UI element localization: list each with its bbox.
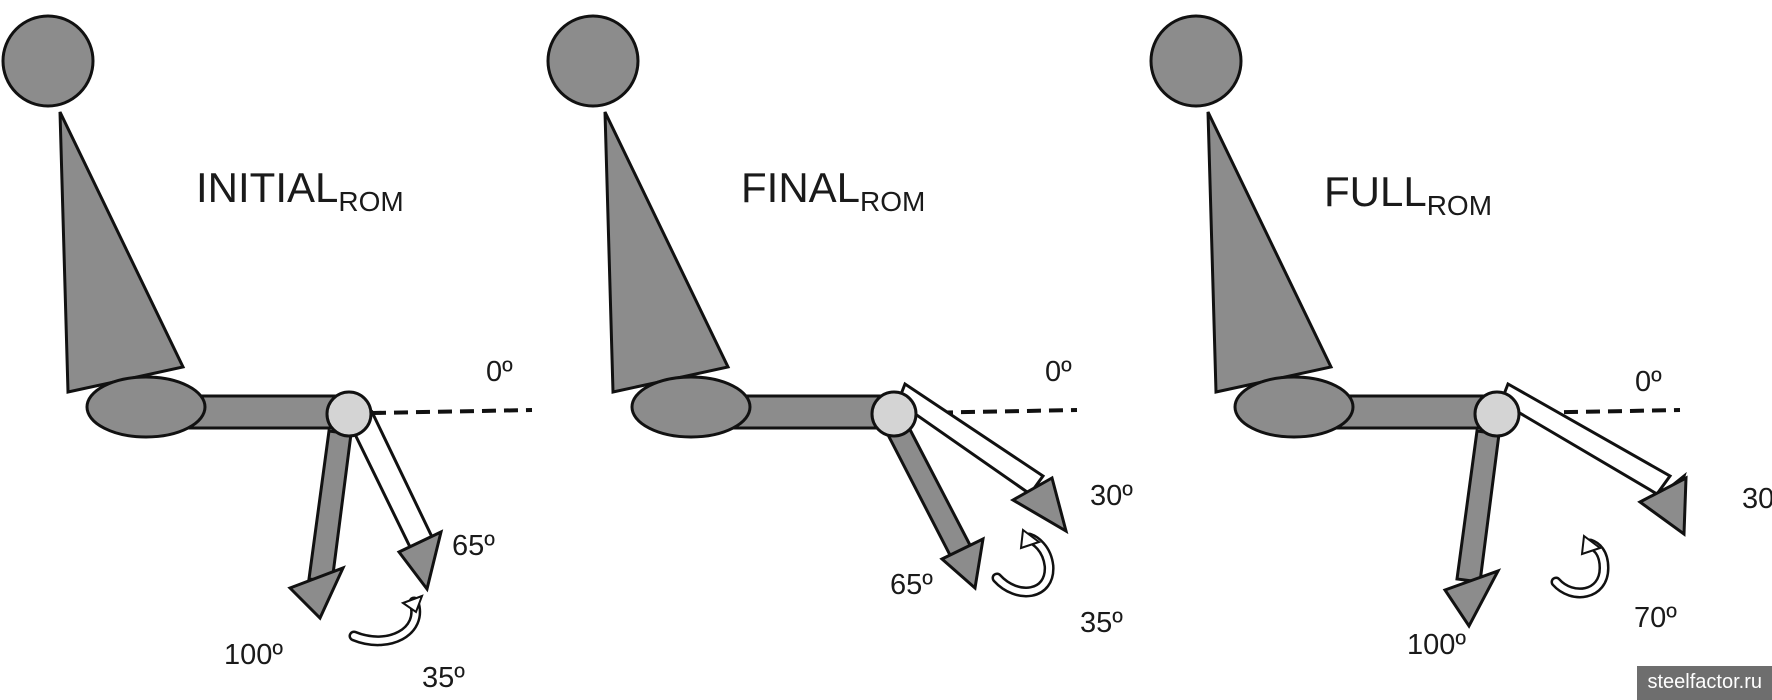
panel-full: FULLROM 0º 30º 100º 70º [1149,14,1772,661]
knee-joint [870,390,918,438]
angle-label-upper: 30º [1742,483,1772,515]
angle-label-lower: 65º [890,569,933,601]
rotation-arrow-icon [348,594,424,647]
angle-label-upper: 30º [1090,480,1133,512]
shin-position-upper [1499,381,1688,537]
shin-position-upper [896,381,1069,535]
angle-label-arc: 70º [1634,602,1677,634]
panel-title: FULLROM [1324,168,1492,221]
angle-label-arc: 35º [1080,607,1123,639]
rotation-arrow-icon [1550,534,1610,599]
knee-joint [325,390,373,438]
shin-position-lower [1442,429,1502,629]
knee-joint [1473,390,1521,438]
angle-label-zero: 0º [486,356,513,388]
angle-label-upper: 65º [452,530,495,562]
angle-label-zero: 0º [1635,366,1662,398]
panel-title: FINALROM [741,164,925,217]
angle-label-lower: 100º [1407,629,1466,661]
panel-title: INITIALROM [196,164,404,217]
seated-figure [546,14,1079,439]
angle-label-arc: 35º [422,662,465,694]
seated-figure [1,14,534,439]
rotation-arrow-icon [991,528,1055,598]
angle-label-zero: 0º [1045,356,1072,388]
panel-final: FINALROM 0º 30º 65º 35º [546,14,1133,639]
panel-initial: INITIALROM 0º 65º 100º 35º [1,14,534,694]
angle-label-lower: 100º [224,639,283,671]
shin-position-lower [287,429,353,621]
watermark: steelfactor.ru [1637,666,1772,700]
shin-position-upper [346,410,444,593]
seated-figure [1149,14,1682,439]
